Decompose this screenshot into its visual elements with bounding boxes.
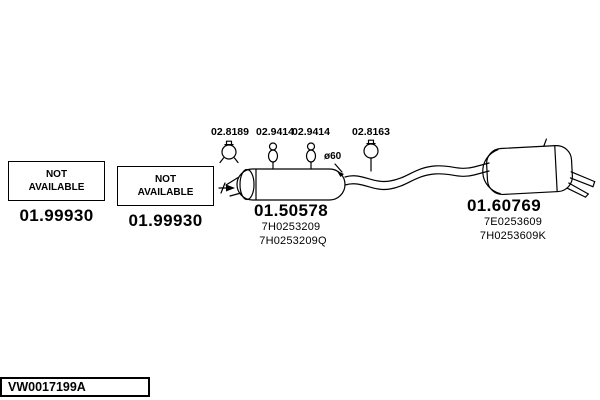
- rear-muffler-oem-number: 7H0253609K: [479, 230, 547, 242]
- hanger-icon: [267, 142, 279, 170]
- fastener-part-number: 02.9414: [292, 126, 330, 138]
- not-available-label-line: NOT: [154, 174, 177, 185]
- diagram-code-box: VW0017199A: [0, 377, 150, 397]
- fastener-part-number: 02.8189: [211, 126, 249, 138]
- center-muffler-oem-number: 7H0253209Q: [259, 235, 327, 247]
- diagram-code: VW0017199A: [8, 380, 86, 394]
- rear-muffler-part-number: 01.60769: [466, 196, 542, 215]
- rear-muffler-drawing: [482, 138, 596, 198]
- not-available-label-line: NOT: [45, 169, 68, 180]
- rear-muffler-oem-number: 7E0253609: [483, 216, 543, 228]
- not-available-label-line: AVAILABLE: [137, 187, 194, 198]
- not-available-box: NOT AVAILABLE: [8, 161, 105, 201]
- center-muffler-oem-number: 7H0253209: [261, 221, 321, 233]
- hanger-icon: [305, 142, 317, 170]
- clamp-icon: [219, 140, 239, 164]
- pipe-diameter-note: ø60: [324, 151, 342, 162]
- connecting-pipe-drawing: [344, 162, 490, 191]
- center-muffler-part-number: 01.50578: [253, 201, 329, 220]
- placeholder-part-number: 01.99930: [128, 211, 203, 230]
- diameter-leader-arrow: [334, 163, 344, 177]
- placeholder-part-number: 01.99930: [19, 206, 94, 225]
- fastener-part-number: 02.9414: [256, 126, 294, 138]
- clamp-icon: [363, 139, 379, 172]
- not-available-box: NOT AVAILABLE: [117, 166, 214, 206]
- not-available-label-line: AVAILABLE: [28, 182, 85, 193]
- center-muffler-drawing: [220, 168, 346, 201]
- fastener-part-number: 02.8163: [352, 126, 390, 138]
